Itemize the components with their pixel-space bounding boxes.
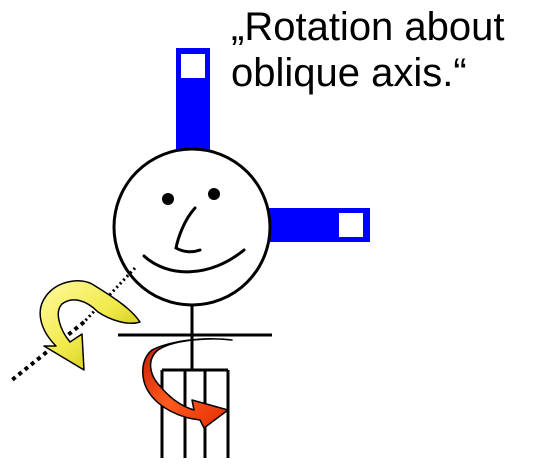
red-rotation-arrow — [143, 339, 232, 428]
caption: „Rotation about oblique axis.“ — [231, 4, 531, 96]
caption-line-2: oblique axis.“ — [231, 50, 531, 96]
legs-front — [162, 428, 205, 458]
head — [114, 149, 270, 305]
caption-line-1: „Rotation about — [231, 4, 531, 50]
left-eye — [162, 193, 174, 205]
yellow-rotation-arrow — [40, 281, 140, 370]
right-magnet-bar — [262, 208, 370, 242]
right-eye — [208, 188, 220, 200]
top-magnet-bar — [176, 48, 210, 152]
